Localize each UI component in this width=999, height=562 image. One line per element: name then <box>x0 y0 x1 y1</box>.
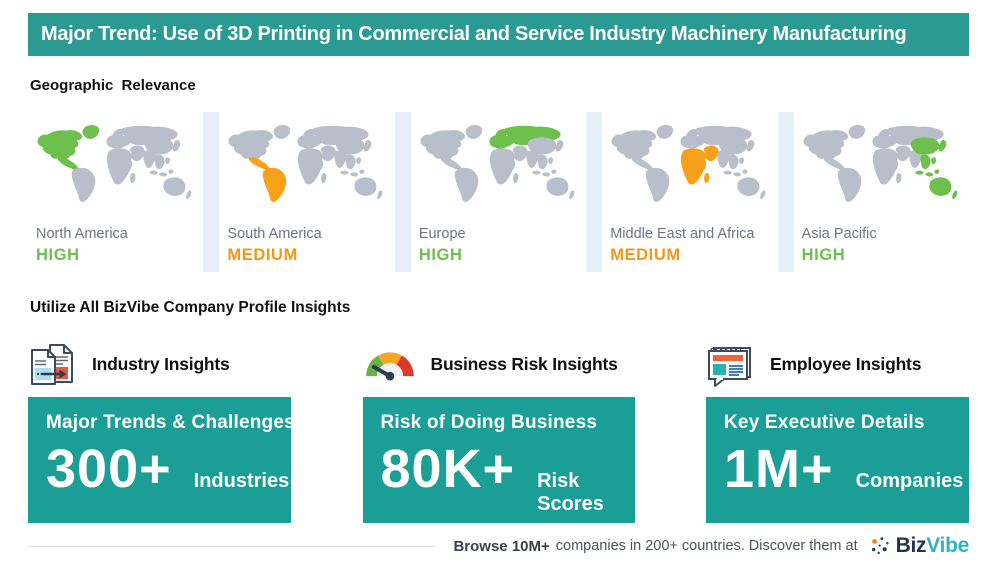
region-name: Middle East and Africa <box>610 226 755 242</box>
region-name: North America <box>36 226 128 242</box>
footer-browse-text: Browse 10M+ <box>453 537 550 555</box>
insight-title: Employee Insights <box>770 354 922 374</box>
region-relevance-level: HIGH <box>36 246 80 264</box>
panel-divider <box>586 112 603 272</box>
page-title: Major Trend: Use of 3D Printing in Comme… <box>41 23 907 45</box>
geo-panel-south-america: South America MEDIUM <box>219 112 395 272</box>
world-map-icon <box>611 125 766 203</box>
world-map-icon <box>37 125 192 203</box>
footer-tagline: companies in 200+ countries. Discover th… <box>555 538 858 554</box>
region-relevance-level: MEDIUM <box>227 246 298 264</box>
card-headline: Major Trends & Challenges <box>46 412 295 433</box>
geo-panel-europe: Europe HIGH <box>410 112 587 272</box>
logo-vibe-text: Vibe <box>926 534 969 557</box>
geo-panel-middle-east-africa: Middle East and Africa MEDIUM <box>602 112 778 272</box>
employee-profile-icon <box>708 346 751 387</box>
stat-value: 1M+ <box>724 439 834 499</box>
stat-label: Companies <box>855 470 964 492</box>
world-map-icon <box>420 125 575 203</box>
region-name: South America <box>227 226 322 242</box>
employee-insights-card: Key Executive Details 1M+ Companies <box>706 397 969 523</box>
footer-divider <box>28 545 436 547</box>
insights-heading: Utilize All BizVibe Company Profile Insi… <box>30 299 351 316</box>
industry-insights-card: Major Trends & Challenges 300+ Industrie… <box>28 397 295 523</box>
business-risk-insights-column: Business Risk Insights Risk of Doing Bus… <box>362 336 635 523</box>
geo-panel-asia-pacific: Asia Pacific HIGH <box>793 112 970 272</box>
insight-title: Business Risk Insights <box>430 354 618 374</box>
world-map-icon <box>228 125 383 203</box>
title-banner: Major Trend: Use of 3D Printing in Comme… <box>28 13 969 56</box>
bizvibe-logo[interactable]: BizVibe <box>870 534 969 558</box>
logo-biz-text: Biz <box>895 534 927 557</box>
industry-insights-column: Industry Insights Major Trends & Challen… <box>28 336 295 523</box>
panel-divider <box>777 112 794 272</box>
stat-value: 300+ <box>46 439 172 499</box>
insight-cards-row: Industry Insights Major Trends & Challen… <box>28 336 969 523</box>
bizvibe-star-icon <box>871 537 889 555</box>
insight-title: Industry Insights <box>92 354 230 374</box>
panel-divider <box>394 112 411 272</box>
business-risk-insights-card: Risk of Doing Business 80K+ Risk Scores <box>362 397 635 523</box>
risk-gauge-icon <box>365 352 414 381</box>
geographic-relevance-row: North America HIGH South America MEDIUM … <box>28 112 970 272</box>
region-relevance-level: HIGH <box>801 246 846 264</box>
geographic-relevance-heading: Geographic Relevance <box>30 77 196 94</box>
stat-value: 80K+ <box>380 439 516 499</box>
world-map-icon <box>803 125 958 203</box>
stat-label: Industries <box>193 470 290 492</box>
card-headline: Key Executive Details <box>724 412 925 433</box>
region-name: Europe <box>418 226 466 242</box>
documents-transfer-icon <box>31 343 73 385</box>
region-name: Asia Pacific <box>801 226 877 242</box>
region-relevance-level: HIGH <box>418 246 463 264</box>
geo-panel-north-america: North America HIGH <box>28 112 204 272</box>
card-headline: Risk of Doing Business <box>380 412 598 433</box>
footer: Browse 10M+ companies in 200+ countries.… <box>28 532 969 560</box>
region-relevance-level: MEDIUM <box>610 246 681 264</box>
panel-divider <box>203 112 220 272</box>
employee-insights-column: Employee Insights Key Executive Details … <box>706 336 969 523</box>
stat-label: Risk Scores <box>537 470 604 515</box>
